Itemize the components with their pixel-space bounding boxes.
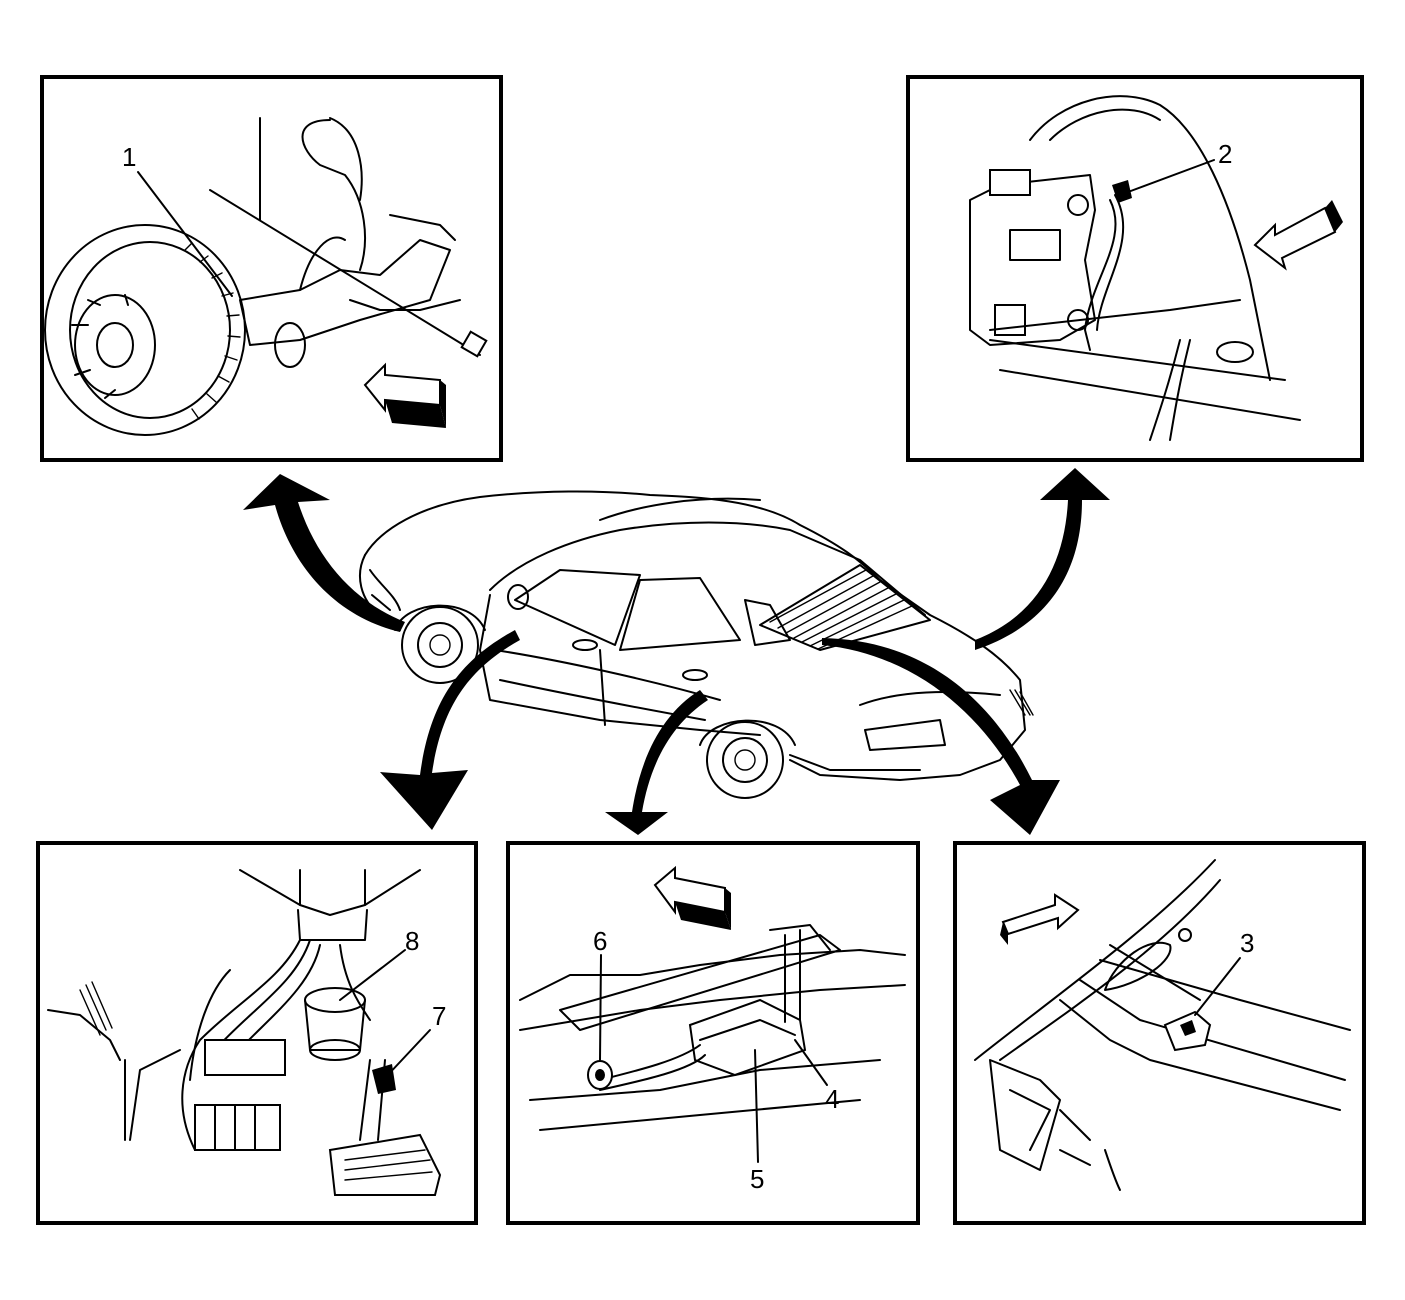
panel-pedal-area: 8 7	[36, 841, 478, 1225]
callout-number: 8	[405, 926, 419, 956]
tail-detail-lines	[1009, 689, 1034, 716]
callout-number: 4	[825, 1084, 839, 1114]
pedal-pad-ridges	[344, 1149, 433, 1181]
curved-black-arrow-icon	[975, 468, 1110, 650]
curved-black-arrow-icon	[243, 474, 405, 632]
hollow-3d-arrow-icon	[363, 362, 446, 428]
callout-number: 3	[1240, 928, 1254, 958]
callout-number: 2	[1218, 139, 1232, 169]
hollow-3d-arrow-icon	[653, 865, 731, 930]
curved-black-arrow-icon	[822, 638, 1060, 835]
hollow-3d-arrow-icon	[1253, 200, 1343, 271]
panel-underbody: 6 4 5	[506, 841, 920, 1225]
panel-front-wheel: 1	[40, 75, 503, 462]
panel-rear-brake: 2	[906, 75, 1364, 462]
wheel-studs	[71, 294, 129, 399]
callout-number: 1	[122, 142, 136, 172]
callout-number: 6	[593, 926, 607, 956]
curved-black-arrow-icon	[605, 690, 708, 835]
vehicle-illustration	[359, 490, 1034, 799]
rear-wheel	[699, 719, 796, 799]
panel-hatch-lines	[79, 981, 113, 1036]
callout-number: 7	[432, 1001, 446, 1031]
hollow-3d-arrow-icon	[1000, 893, 1080, 945]
callout-number: 5	[750, 1164, 764, 1194]
curved-black-arrow-icon	[380, 630, 520, 830]
panel-trunk: 3	[953, 841, 1366, 1225]
